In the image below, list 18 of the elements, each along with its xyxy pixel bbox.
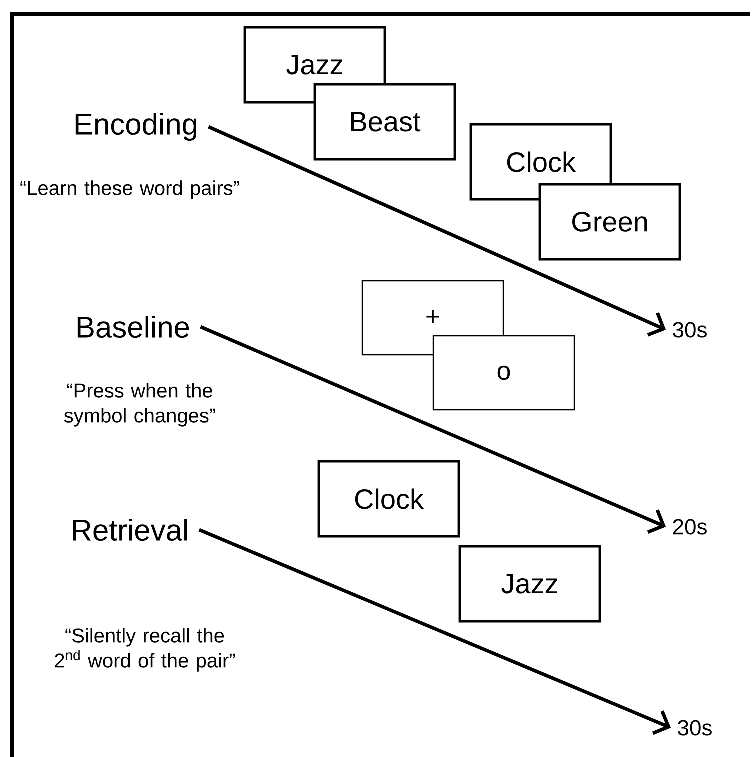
phase-label: Encoding [76,113,197,141]
arrow [208,125,666,337]
word-card: Green [538,183,682,261]
word-card: Clock [318,460,460,538]
instruction-text: “Learn these word pairs” [20,180,240,200]
instruction-text: “Press when the symbol changes” [64,383,216,427]
arrow [200,325,666,534]
duration-label: 30s [678,720,712,736]
phase-label: Baseline [78,316,190,338]
duration-label: 20s [673,519,707,535]
word-card: Beast [314,83,456,161]
word-card: Jazz [458,545,602,623]
duration-label: 30s [673,322,707,338]
phase-label: Retrieval [73,519,188,542]
word-card: Clock [470,123,612,201]
instruction-text: “Silently recall the 2$^{nd}$ word of the pair” [55,628,236,672]
arrow [198,528,672,736]
symbol-card: o [432,335,576,411]
